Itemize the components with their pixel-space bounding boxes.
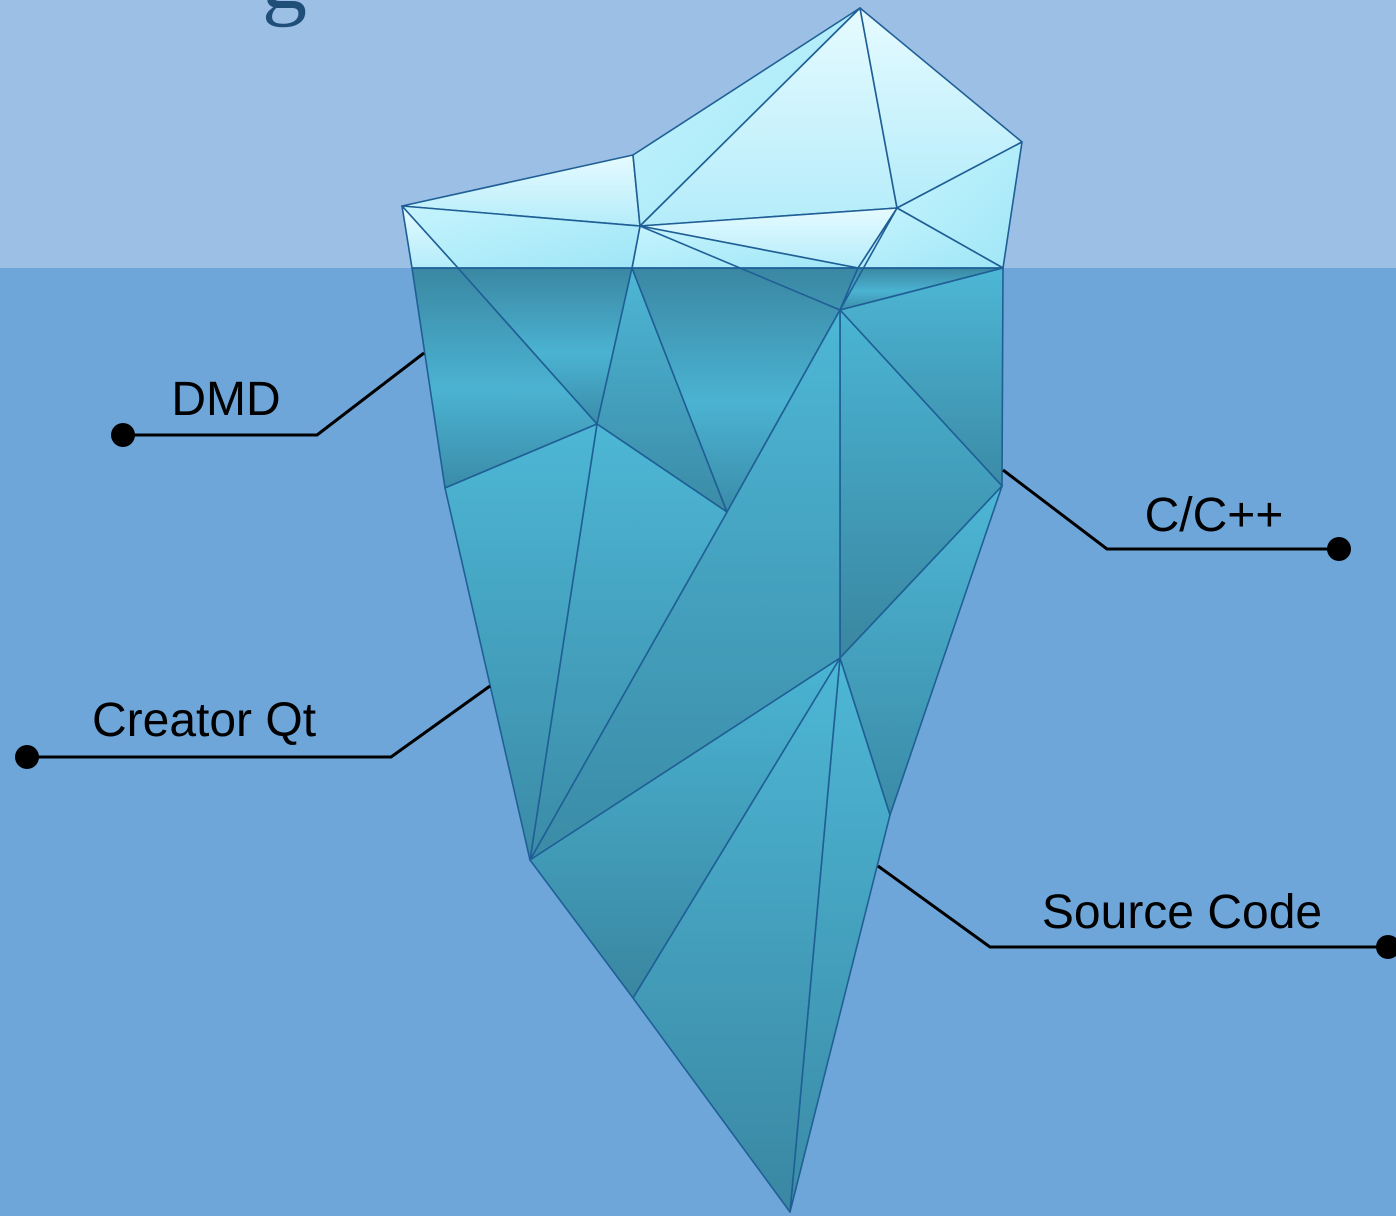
label-cpp: C/C++ [1145,489,1284,542]
cpp-dot [1327,537,1351,561]
title-fragment: g [262,0,307,28]
dmd-dot [111,423,135,447]
label-dmd: DMD [171,373,280,426]
label-creator-qt: Creator Qt [92,694,316,747]
label-source-code: Source Code [1042,886,1322,939]
creator-qt-dot [15,745,39,769]
